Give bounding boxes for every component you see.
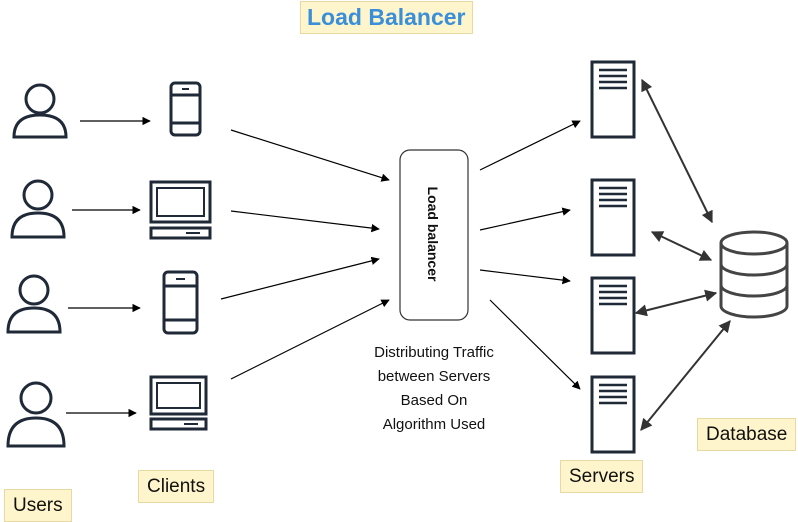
arrow-server-db-3 — [634, 289, 718, 317]
user-icon — [6, 274, 62, 334]
arrow-lb-server-2 — [479, 207, 571, 231]
users-label: Users — [4, 489, 72, 522]
phone-icon — [162, 270, 199, 335]
arrow-client-lb-3 — [220, 256, 380, 300]
user-icon — [6, 381, 66, 448]
server-icon — [590, 276, 636, 355]
arrow-client-lb-2 — [230, 210, 380, 233]
note-line: between Servers — [377, 368, 491, 385]
load-balancer-box — [399, 149, 469, 321]
note-line: Algorithm Used — [382, 416, 486, 433]
user-icon — [12, 83, 68, 139]
server-icon — [590, 375, 636, 454]
note-line: Based On — [400, 392, 468, 409]
note-line: Distributing Traffic — [374, 344, 494, 361]
arrow-client-lb-4 — [230, 299, 390, 380]
server-icon — [590, 178, 636, 257]
arrow-client-lb-1 — [230, 129, 390, 182]
user-icon — [10, 179, 66, 239]
arrow-lb-server-4 — [489, 299, 581, 390]
laptop-icon — [149, 180, 212, 240]
phone-icon — [169, 81, 202, 137]
servers-label: Servers — [560, 460, 644, 493]
laptop-icon — [149, 375, 208, 431]
arrow-lb-server-1 — [479, 120, 581, 171]
arrow-server-db-2 — [650, 231, 713, 261]
load-balancer-label: Load balancer — [425, 186, 441, 282]
database-label: Database — [697, 418, 797, 451]
arrow-server-db-4 — [640, 320, 731, 431]
database-icon — [719, 230, 789, 319]
diagram-title: Load Balancer — [300, 1, 473, 34]
server-icon — [590, 60, 636, 139]
arrow-server-db-1 — [641, 78, 713, 224]
traffic-note: Distributing Traffic between Servers Bas… — [355, 341, 513, 437]
clients-label: Clients — [138, 470, 215, 503]
arrow-lb-server-3 — [479, 269, 571, 285]
